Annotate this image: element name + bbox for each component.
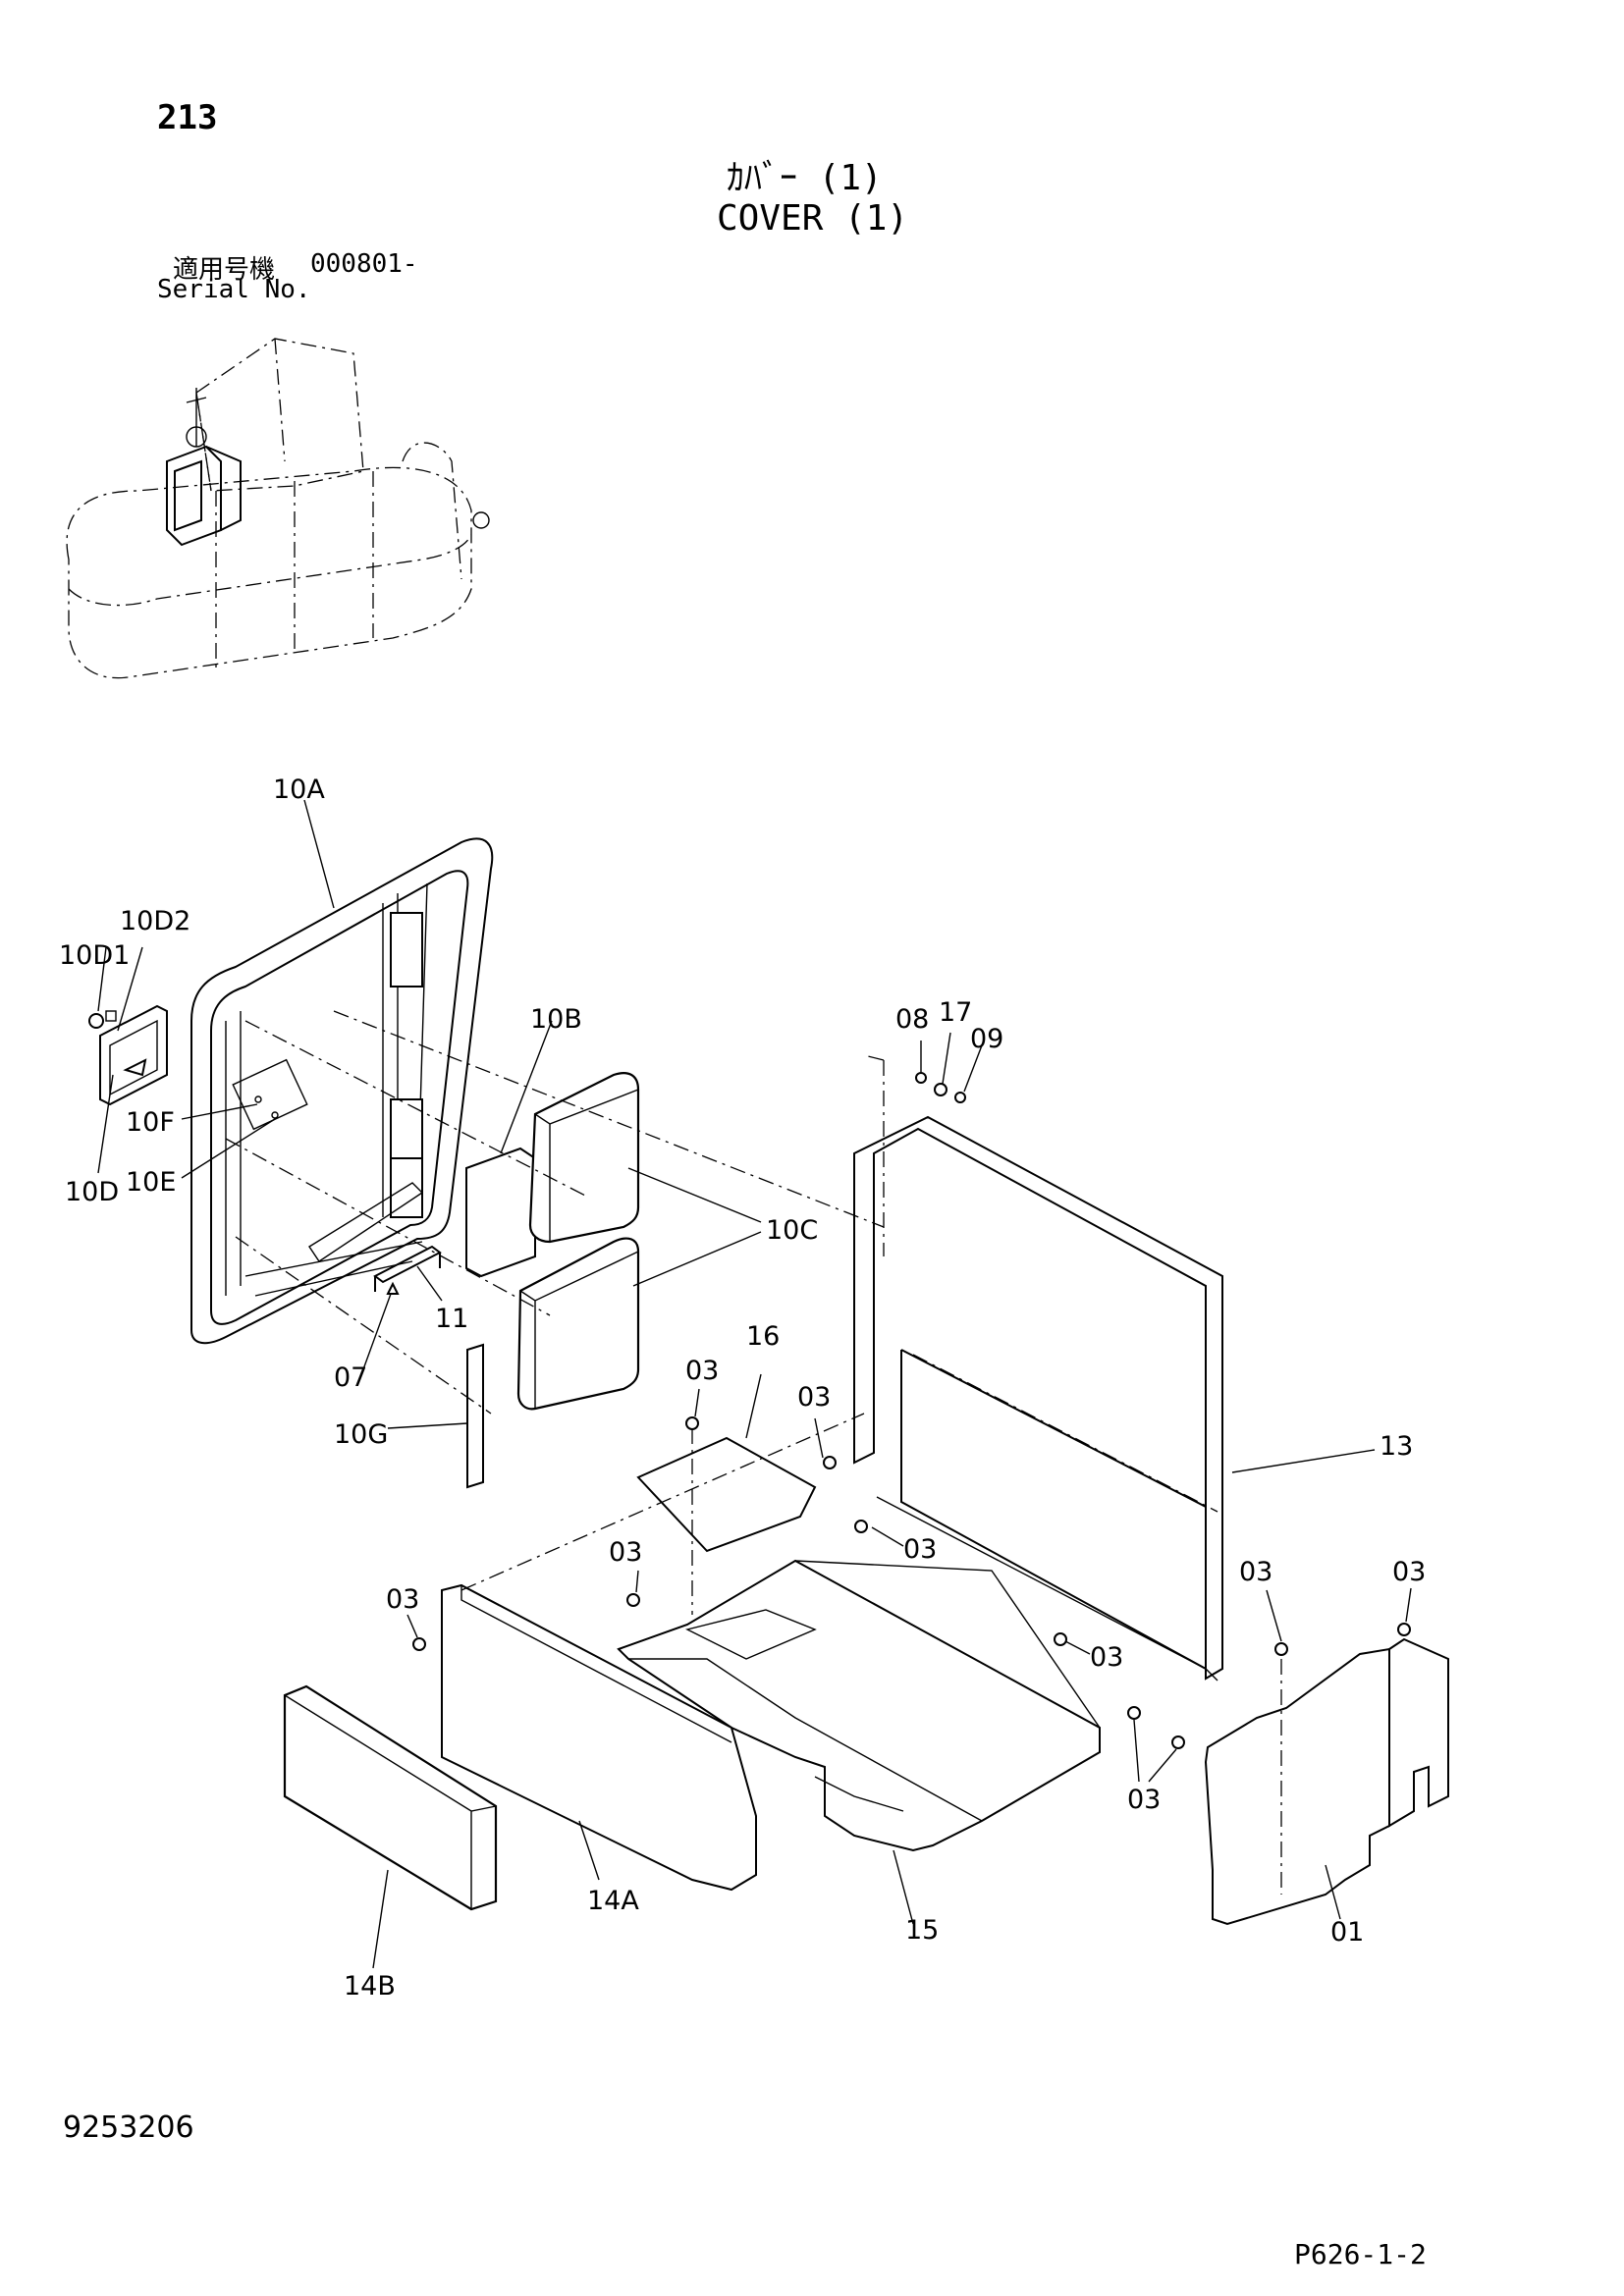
callout-03-e: 03 xyxy=(386,1584,419,1615)
door-panel-10a xyxy=(190,837,494,1345)
insulation-pads-10b-10c xyxy=(465,1072,640,1489)
title-english: COVER (1) xyxy=(717,198,909,239)
callout-01: 01 xyxy=(1330,1917,1364,1948)
callout-03-i: 03 xyxy=(1127,1785,1161,1815)
assembly-guide-lines xyxy=(225,1010,1282,1895)
callout-labels: 10A 10D2 10D1 10B 10F 10E 10D 10C 11 07 … xyxy=(59,774,1426,2002)
bolt-fasteners xyxy=(412,1072,1411,1749)
serial-label-english: Serial No. xyxy=(157,275,311,304)
callout-03-g: 03 xyxy=(1392,1557,1426,1587)
cover-plate-16 xyxy=(636,1436,817,1553)
floor-plate-15 xyxy=(617,1559,1101,1852)
handle-assembly-10d xyxy=(88,1004,168,1106)
title-japanese: ｶﾊﾞｰ (1) xyxy=(727,158,883,198)
callout-15: 15 xyxy=(905,1915,939,1946)
callout-14a: 14A xyxy=(587,1886,639,1916)
panel-13 xyxy=(853,1115,1223,1682)
callout-03-h: 03 xyxy=(1090,1642,1123,1673)
callout-03-b: 03 xyxy=(797,1382,831,1413)
callout-09: 09 xyxy=(970,1024,1003,1054)
panel-01 xyxy=(1204,1637,1449,1926)
callout-10a: 10A xyxy=(273,774,325,805)
callout-10d2: 10D2 xyxy=(120,906,190,936)
callout-03-f: 03 xyxy=(1239,1557,1272,1587)
page-number: 213 xyxy=(157,98,218,137)
callout-03-c: 03 xyxy=(903,1534,937,1565)
callout-03-d: 03 xyxy=(609,1537,642,1568)
callout-10b: 10B xyxy=(530,1004,582,1035)
callout-10d: 10D xyxy=(65,1177,119,1207)
callout-17: 17 xyxy=(939,997,972,1028)
callout-08: 08 xyxy=(895,1004,929,1035)
callout-07: 07 xyxy=(334,1362,367,1393)
callout-10f: 10F xyxy=(126,1107,175,1138)
callout-leader-lines xyxy=(97,799,1412,1969)
pad-14b xyxy=(283,1684,498,1911)
callout-10d1: 10D1 xyxy=(59,940,130,971)
bracket-11 xyxy=(373,1245,442,1295)
callout-10e: 10E xyxy=(126,1167,176,1198)
machine-overview-illustration xyxy=(66,338,490,679)
callout-16: 16 xyxy=(746,1321,780,1352)
callout-10g: 10G xyxy=(334,1419,388,1450)
callout-03-a: 03 xyxy=(685,1356,719,1386)
serial-value: 000801- xyxy=(310,249,418,279)
callout-11: 11 xyxy=(435,1304,468,1334)
serial-label-japanese: 適用号機 xyxy=(173,255,276,285)
callout-14b: 14B xyxy=(344,1971,396,2002)
document-number: 9253206 xyxy=(63,2110,194,2145)
callout-13: 13 xyxy=(1380,1431,1413,1462)
page-code: P626-1-2 xyxy=(1294,2238,1427,2270)
callout-10c: 10C xyxy=(766,1215,818,1246)
